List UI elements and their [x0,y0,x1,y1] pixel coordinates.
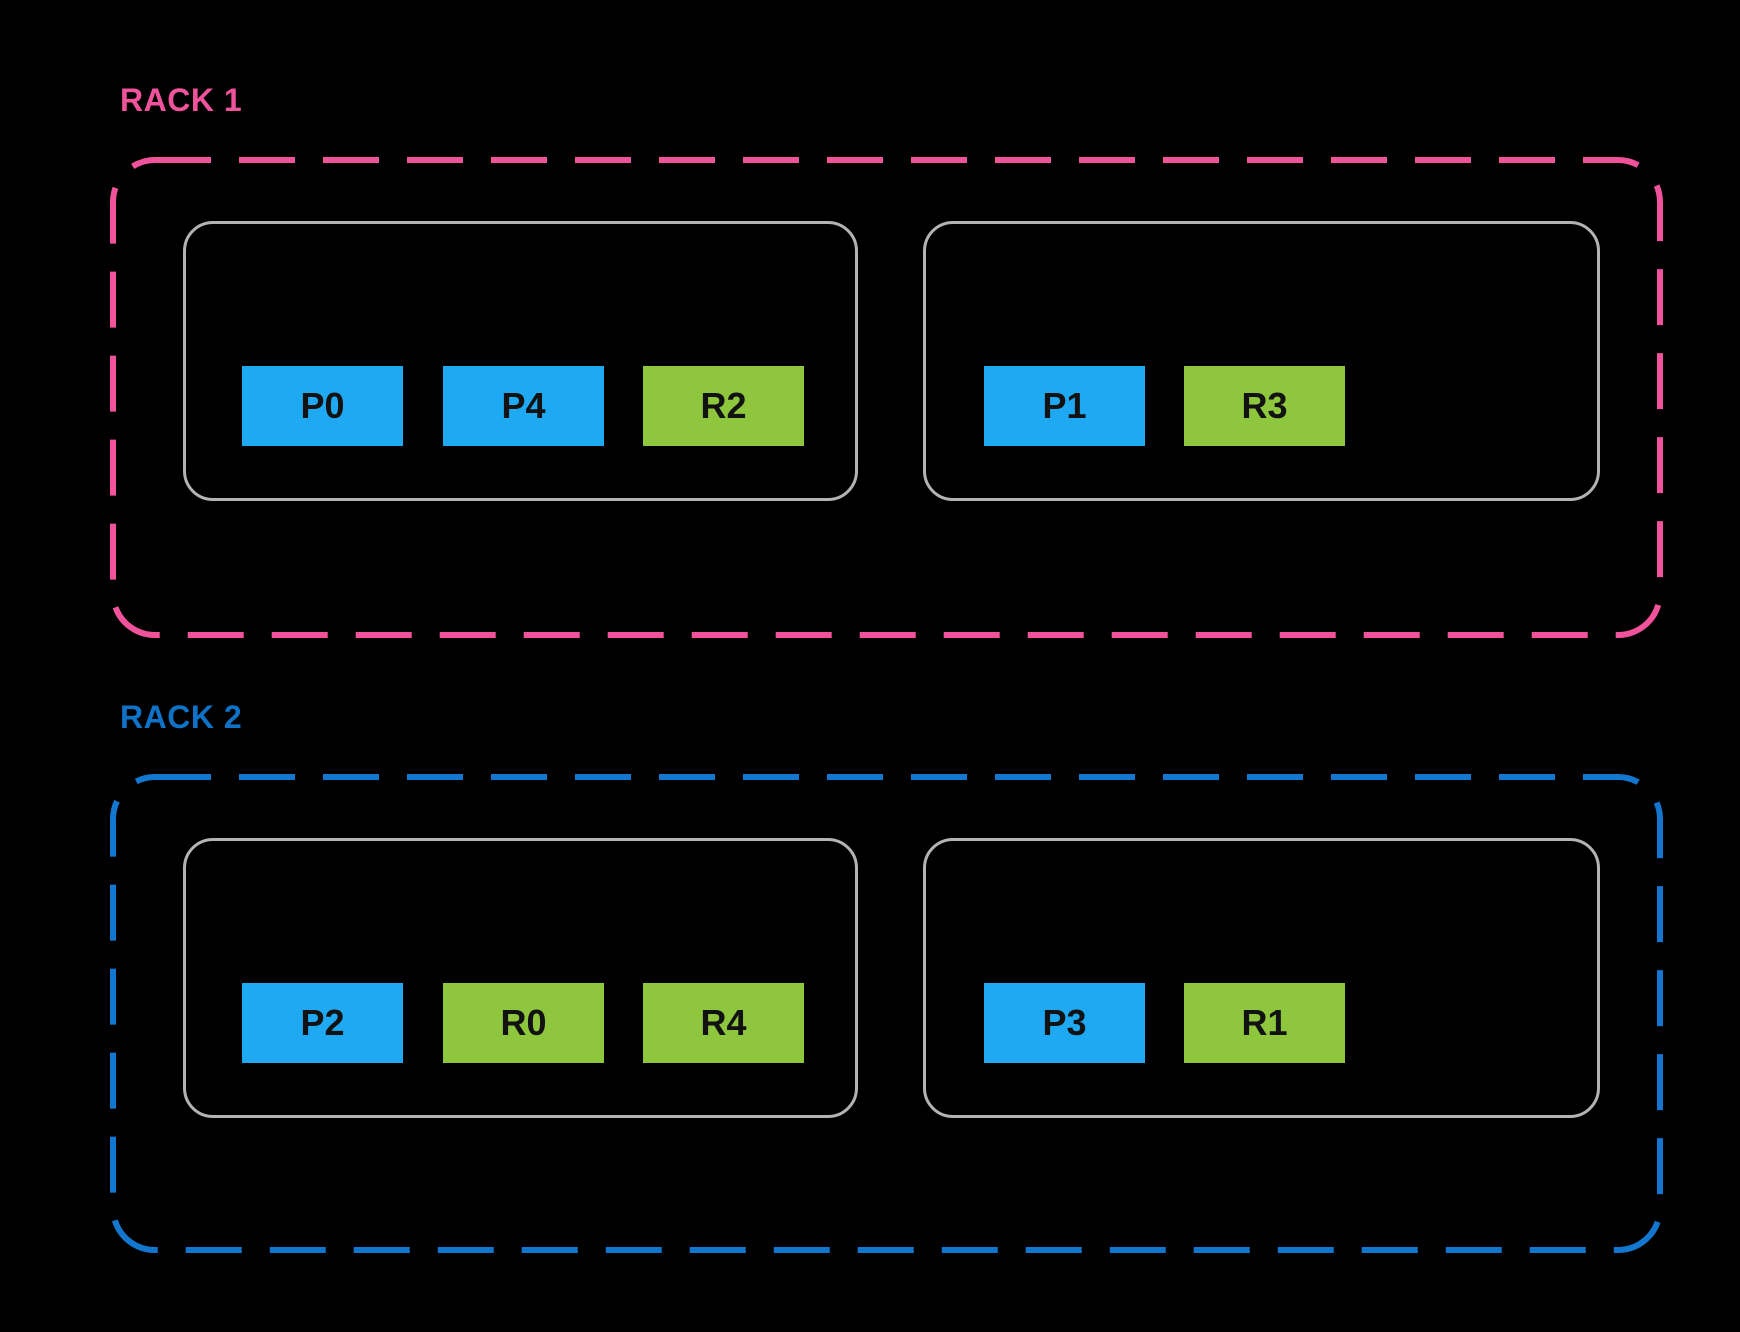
rack-2-node-1: P2 R0 R4 [183,838,858,1118]
rack-1-dashed-boundary [110,157,1663,638]
rack-1-node-1: P0 P4 R2 [183,221,858,501]
rack-1-node-2: P1 R3 [923,221,1600,501]
rack-2-node-2: P3 R1 [923,838,1600,1118]
rack-2-label: RACK 2 [120,699,243,735]
shard-slot-r4: R4 [643,983,804,1063]
rack-1-label: RACK 1 [120,82,243,118]
shard-slot-p3: P3 [984,983,1145,1063]
shard-slot-r2: R2 [643,366,804,446]
rack-2-dashed-boundary [110,774,1663,1253]
shard-slot-p4: P4 [443,366,604,446]
shard-slot-r3: R3 [1184,366,1345,446]
shard-slot-p0: P0 [242,366,403,446]
shard-slot-r0: R0 [443,983,604,1063]
shard-slot-p2: P2 [242,983,403,1063]
shard-slot-r1: R1 [1184,983,1345,1063]
shard-slot-p1: P1 [984,366,1145,446]
